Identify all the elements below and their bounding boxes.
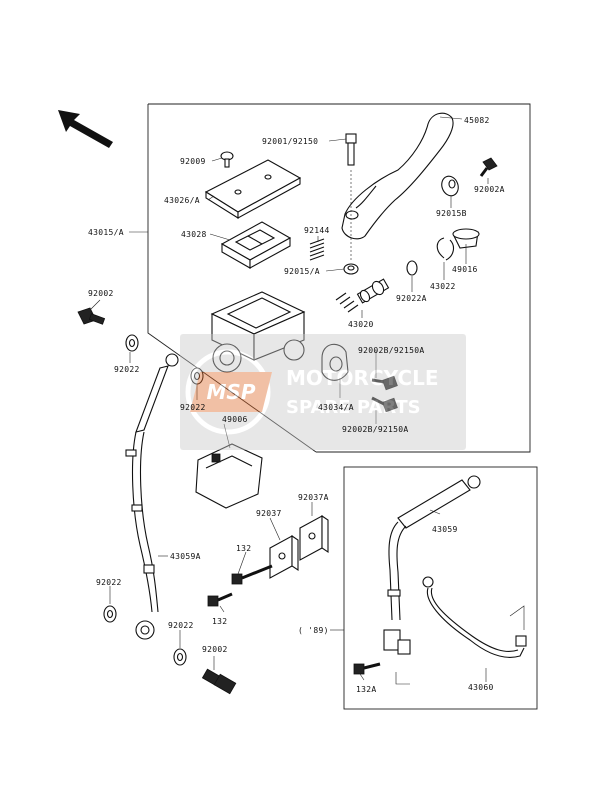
svg-text:SPARE PARTS: SPARE PARTS xyxy=(286,397,421,418)
label-92037: 92037 xyxy=(256,509,282,518)
label-43060: 43060 xyxy=(468,683,494,692)
label-43026a: 43026/A xyxy=(164,196,200,205)
label-132-2: 132 xyxy=(212,617,227,626)
label-92009: 92009 xyxy=(180,157,206,166)
clamp-bolt-lower xyxy=(371,396,398,413)
label-43059: 43059 xyxy=(432,525,458,534)
label-132a: 132A xyxy=(356,685,376,694)
bracket-bolt-2 xyxy=(207,592,233,607)
spring xyxy=(309,238,325,261)
label-89: ( '89) xyxy=(298,626,329,635)
label-92002-top: 92002 xyxy=(88,289,114,298)
part-labels: 45082 92001/92150 92009 43026/A 43028 92… xyxy=(88,116,505,694)
label-92022-left: 92022 xyxy=(114,365,140,374)
label-92144: 92144 xyxy=(304,226,330,235)
collar xyxy=(441,175,459,197)
piston-kit xyxy=(335,278,390,313)
pivot-nut xyxy=(343,263,359,275)
washer-middle xyxy=(190,367,204,385)
label-132-1: 132 xyxy=(236,544,251,553)
dust-boot xyxy=(452,228,480,249)
banjo-bolt-top xyxy=(77,307,106,325)
label-49016: 49016 xyxy=(452,265,478,274)
label-92002a: 92002A xyxy=(474,185,505,194)
cap-screw xyxy=(220,151,234,168)
washer-low-2 xyxy=(173,648,187,666)
label-43020: 43020 xyxy=(348,320,374,329)
clamp xyxy=(321,343,349,381)
label-43022: 43022 xyxy=(430,282,456,291)
label-92037a: 92037A xyxy=(298,493,329,502)
watermark: MSP MOTORCYCLE SPARE PARTS xyxy=(180,334,466,450)
reservoir-cap xyxy=(204,159,302,219)
hose-bracket xyxy=(269,534,299,579)
direction-arrow-icon xyxy=(58,110,113,148)
brake-hose xyxy=(125,353,179,640)
brake-pipe xyxy=(422,576,527,658)
brake-lever xyxy=(341,112,454,240)
label-92015b: 92015B xyxy=(436,209,467,218)
brake-hose-89 xyxy=(383,475,481,655)
leader-lines xyxy=(89,116,525,685)
label-43034a: 43034/A xyxy=(318,403,354,412)
label-92001-92150: 92001/92150 xyxy=(262,137,318,146)
label-92002b-92150a-2: 92002B/92150A xyxy=(342,425,409,434)
bolt-132a xyxy=(353,662,381,675)
label-92022-mid: 92022 xyxy=(180,403,206,412)
clamp-bolt-upper xyxy=(371,375,398,391)
label-43059a: 43059A xyxy=(170,552,201,561)
washer xyxy=(406,260,418,276)
upper-group-frame xyxy=(148,103,531,453)
label-92002-bottom: 92002 xyxy=(202,645,228,654)
hose-grommet xyxy=(195,443,263,509)
circlip xyxy=(436,237,455,261)
washer-left-low xyxy=(103,605,117,623)
banjo-bolt-bottom xyxy=(201,668,237,695)
label-43028: 43028 xyxy=(181,230,207,239)
label-92015a: 92015/A xyxy=(284,267,320,276)
svg-text:MOTORCYCLE: MOTORCYCLE xyxy=(286,366,438,390)
lower-group-frame xyxy=(343,466,538,710)
pivot-bolt xyxy=(345,133,357,166)
hose-bracket-a xyxy=(299,514,329,561)
washer-left-top xyxy=(125,334,139,352)
label-49006: 49006 xyxy=(222,415,248,424)
label-92022a: 92022A xyxy=(396,294,427,303)
svg-text:MSP: MSP xyxy=(207,380,256,404)
lever-bolt xyxy=(479,157,498,177)
label-92022-low1: 92022 xyxy=(96,578,122,587)
master-cylinder-body xyxy=(210,291,306,373)
label-45082: 45082 xyxy=(464,116,490,125)
label-92002b-92150a-1: 92002B/92150A xyxy=(358,346,425,355)
bracket-bolt-1 xyxy=(231,564,273,585)
diaphragm xyxy=(220,221,292,269)
label-92022-low2: 92022 xyxy=(168,621,194,630)
label-43015a: 43015/A xyxy=(88,228,124,237)
